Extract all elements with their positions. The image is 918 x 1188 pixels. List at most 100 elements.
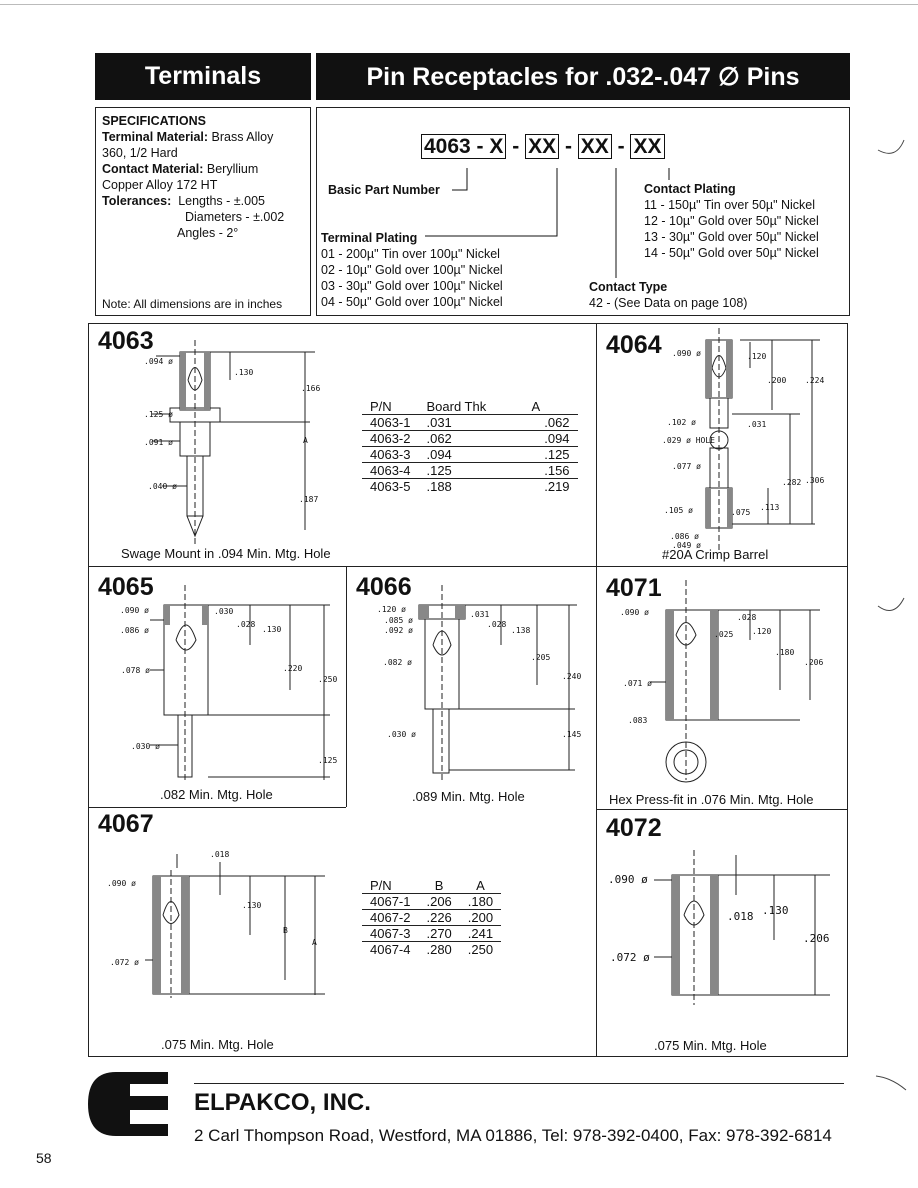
- part-4072-title: 4072: [606, 814, 662, 842]
- dim-125: .125 ø: [144, 410, 173, 419]
- dim-086: .086 ø: [120, 626, 149, 635]
- part-4067-drawing: [145, 854, 325, 998]
- dim-028: .028: [236, 620, 256, 629]
- table-cell: .094: [418, 446, 495, 463]
- dim-049: .049 ø: [672, 541, 701, 550]
- table-cell: .219: [494, 478, 578, 494]
- tol-diameters: Diameters - ±.002: [185, 210, 285, 224]
- terminal-plating-item: 02 - 10µ" Gold over 100µ" Nickel: [321, 263, 503, 277]
- part-4063-table: P/N Board Thk A 4063-1.031.062 4063-2.06…: [362, 399, 578, 494]
- dim-018: .018: [727, 910, 754, 923]
- table-cell: 4067-4: [362, 941, 419, 957]
- part-4066-drawing: [418, 585, 577, 783]
- column-divider: [596, 323, 597, 1057]
- contact-plating-list: 11 - 150µ" Tin over 50µ" Nickel 12 - 10µ…: [644, 197, 819, 261]
- section-title-bar: Terminals: [95, 53, 311, 100]
- table-header: A: [531, 399, 541, 414]
- part-4064-title: 4064: [606, 331, 662, 359]
- table-row: 4063-4.125.156: [362, 462, 578, 479]
- table-cell: 4063-4: [362, 462, 419, 479]
- table-cell: .156: [494, 462, 578, 479]
- dim-206: .206: [803, 932, 830, 945]
- dim-025: .025: [714, 630, 734, 639]
- drawing-frame: [88, 323, 848, 1057]
- company-address: 2 Carl Thompson Road, Westford, MA 01886…: [194, 1126, 832, 1145]
- dim-090: .090 ø: [620, 608, 649, 617]
- dim-120: .120 ø: [377, 605, 406, 614]
- dim-A: A: [303, 436, 308, 445]
- material-value-2: 360, 1/2 Hard: [102, 146, 178, 160]
- dim-120: .120: [752, 627, 772, 636]
- table-row: 4063-2.062.094: [362, 430, 578, 447]
- part-4071-title: 4071: [606, 574, 662, 602]
- table-cell: .125: [494, 446, 578, 463]
- table-cell: .180: [459, 893, 502, 910]
- table-cell: .031: [418, 414, 495, 431]
- code-base: 4063 - X: [421, 134, 507, 159]
- section-title: Terminals: [144, 62, 262, 90]
- company-name: ELPAKCO, INC.: [194, 1089, 371, 1116]
- basic-part-label: Basic Part Number: [328, 183, 440, 197]
- contact-plating-item: 13 - 30µ" Gold over 50µ" Nickel: [644, 230, 819, 244]
- dim-130: .130: [762, 904, 789, 917]
- dim-077: .077 ø: [672, 462, 701, 471]
- part-4066-caption: .089 Min. Mtg. Hole: [412, 789, 525, 804]
- code-leader-lines: [425, 168, 670, 278]
- code-contact-type: XX: [577, 134, 612, 159]
- table-cell: .094: [494, 430, 578, 447]
- top-rule: [0, 4, 918, 5]
- dim-071: .071 ø: [623, 679, 652, 688]
- scan-marks: [875, 139, 907, 1091]
- dim-090: .090 ø: [608, 873, 648, 886]
- part-4072-caption: .075 Min. Mtg. Hole: [654, 1038, 767, 1053]
- code-terminal-plating: XX: [525, 134, 560, 159]
- specs-heading: SPECIFICATIONS: [102, 114, 206, 128]
- table-cell: .250: [459, 941, 502, 957]
- dim-187: .187: [299, 495, 319, 504]
- contact-value: Beryllium: [206, 162, 259, 176]
- table-cell: 4067-3: [362, 925, 419, 942]
- row-divider-right: [596, 809, 848, 810]
- dim-092: .092 ø: [384, 626, 413, 635]
- terminal-plating-item: 03 - 30µ" Gold over 100µ" Nickel: [321, 279, 503, 293]
- terminal-plating-item: 04 - 50µ" Gold over 100µ" Nickel: [321, 295, 503, 309]
- dim-205: .205: [531, 653, 551, 662]
- table-row: 4063-3.094.125: [362, 446, 578, 463]
- dim-B: B: [283, 926, 288, 935]
- table-cell: 4067-1: [362, 893, 419, 910]
- dim-031: .031: [747, 420, 767, 429]
- row-divider: [88, 566, 848, 567]
- dim-306: .306: [805, 476, 825, 485]
- dim-078: .078 ø: [121, 666, 150, 675]
- dim-282: .282: [782, 478, 802, 487]
- contact-type-value: 42 - (See Data on page 108): [589, 296, 748, 310]
- dim-018: .018: [210, 850, 230, 859]
- contact-plating-item: 12 - 10µ" Gold over 50µ" Nickel: [644, 214, 819, 228]
- dim-031: .031: [470, 610, 490, 619]
- dim-090: .090 ø: [107, 879, 136, 888]
- contact-plating-item: 11 - 150µ" Tin over 50µ" Nickel: [644, 198, 816, 212]
- dim-029-hole: .029 ø HOLE: [662, 436, 715, 445]
- dim-102: .102 ø: [667, 418, 696, 427]
- dim-224: .224: [805, 376, 825, 385]
- dim-072: .072 ø: [110, 958, 139, 967]
- dim-086: .086 ø: [670, 532, 699, 541]
- table-cell: .062: [494, 414, 578, 431]
- table-cell: .241: [459, 925, 502, 942]
- contact-value-2: Copper Alloy 172 HT: [102, 178, 218, 192]
- table-header: A: [476, 878, 485, 893]
- dim-083: .083: [628, 716, 648, 725]
- dim-094: .094 ø: [144, 357, 173, 366]
- tol-angles: Angles - 2°: [177, 226, 239, 240]
- tol-lengths: Lengths - ±.005: [178, 194, 265, 208]
- part-4067-title: 4067: [98, 810, 154, 838]
- dim-130: .130: [234, 368, 254, 377]
- part-4066-title: 4066: [356, 573, 412, 601]
- dim-166: .166: [301, 384, 321, 393]
- contact-plating-item: 14 - 50µ" Gold over 50µ" Nickel: [644, 246, 819, 260]
- dim-113: .113: [760, 503, 780, 512]
- part-4063-drawing: [152, 340, 315, 545]
- table-cell: .200: [459, 909, 502, 926]
- part-4064-drawing: [705, 328, 820, 550]
- table-header: Board Thk: [426, 399, 487, 414]
